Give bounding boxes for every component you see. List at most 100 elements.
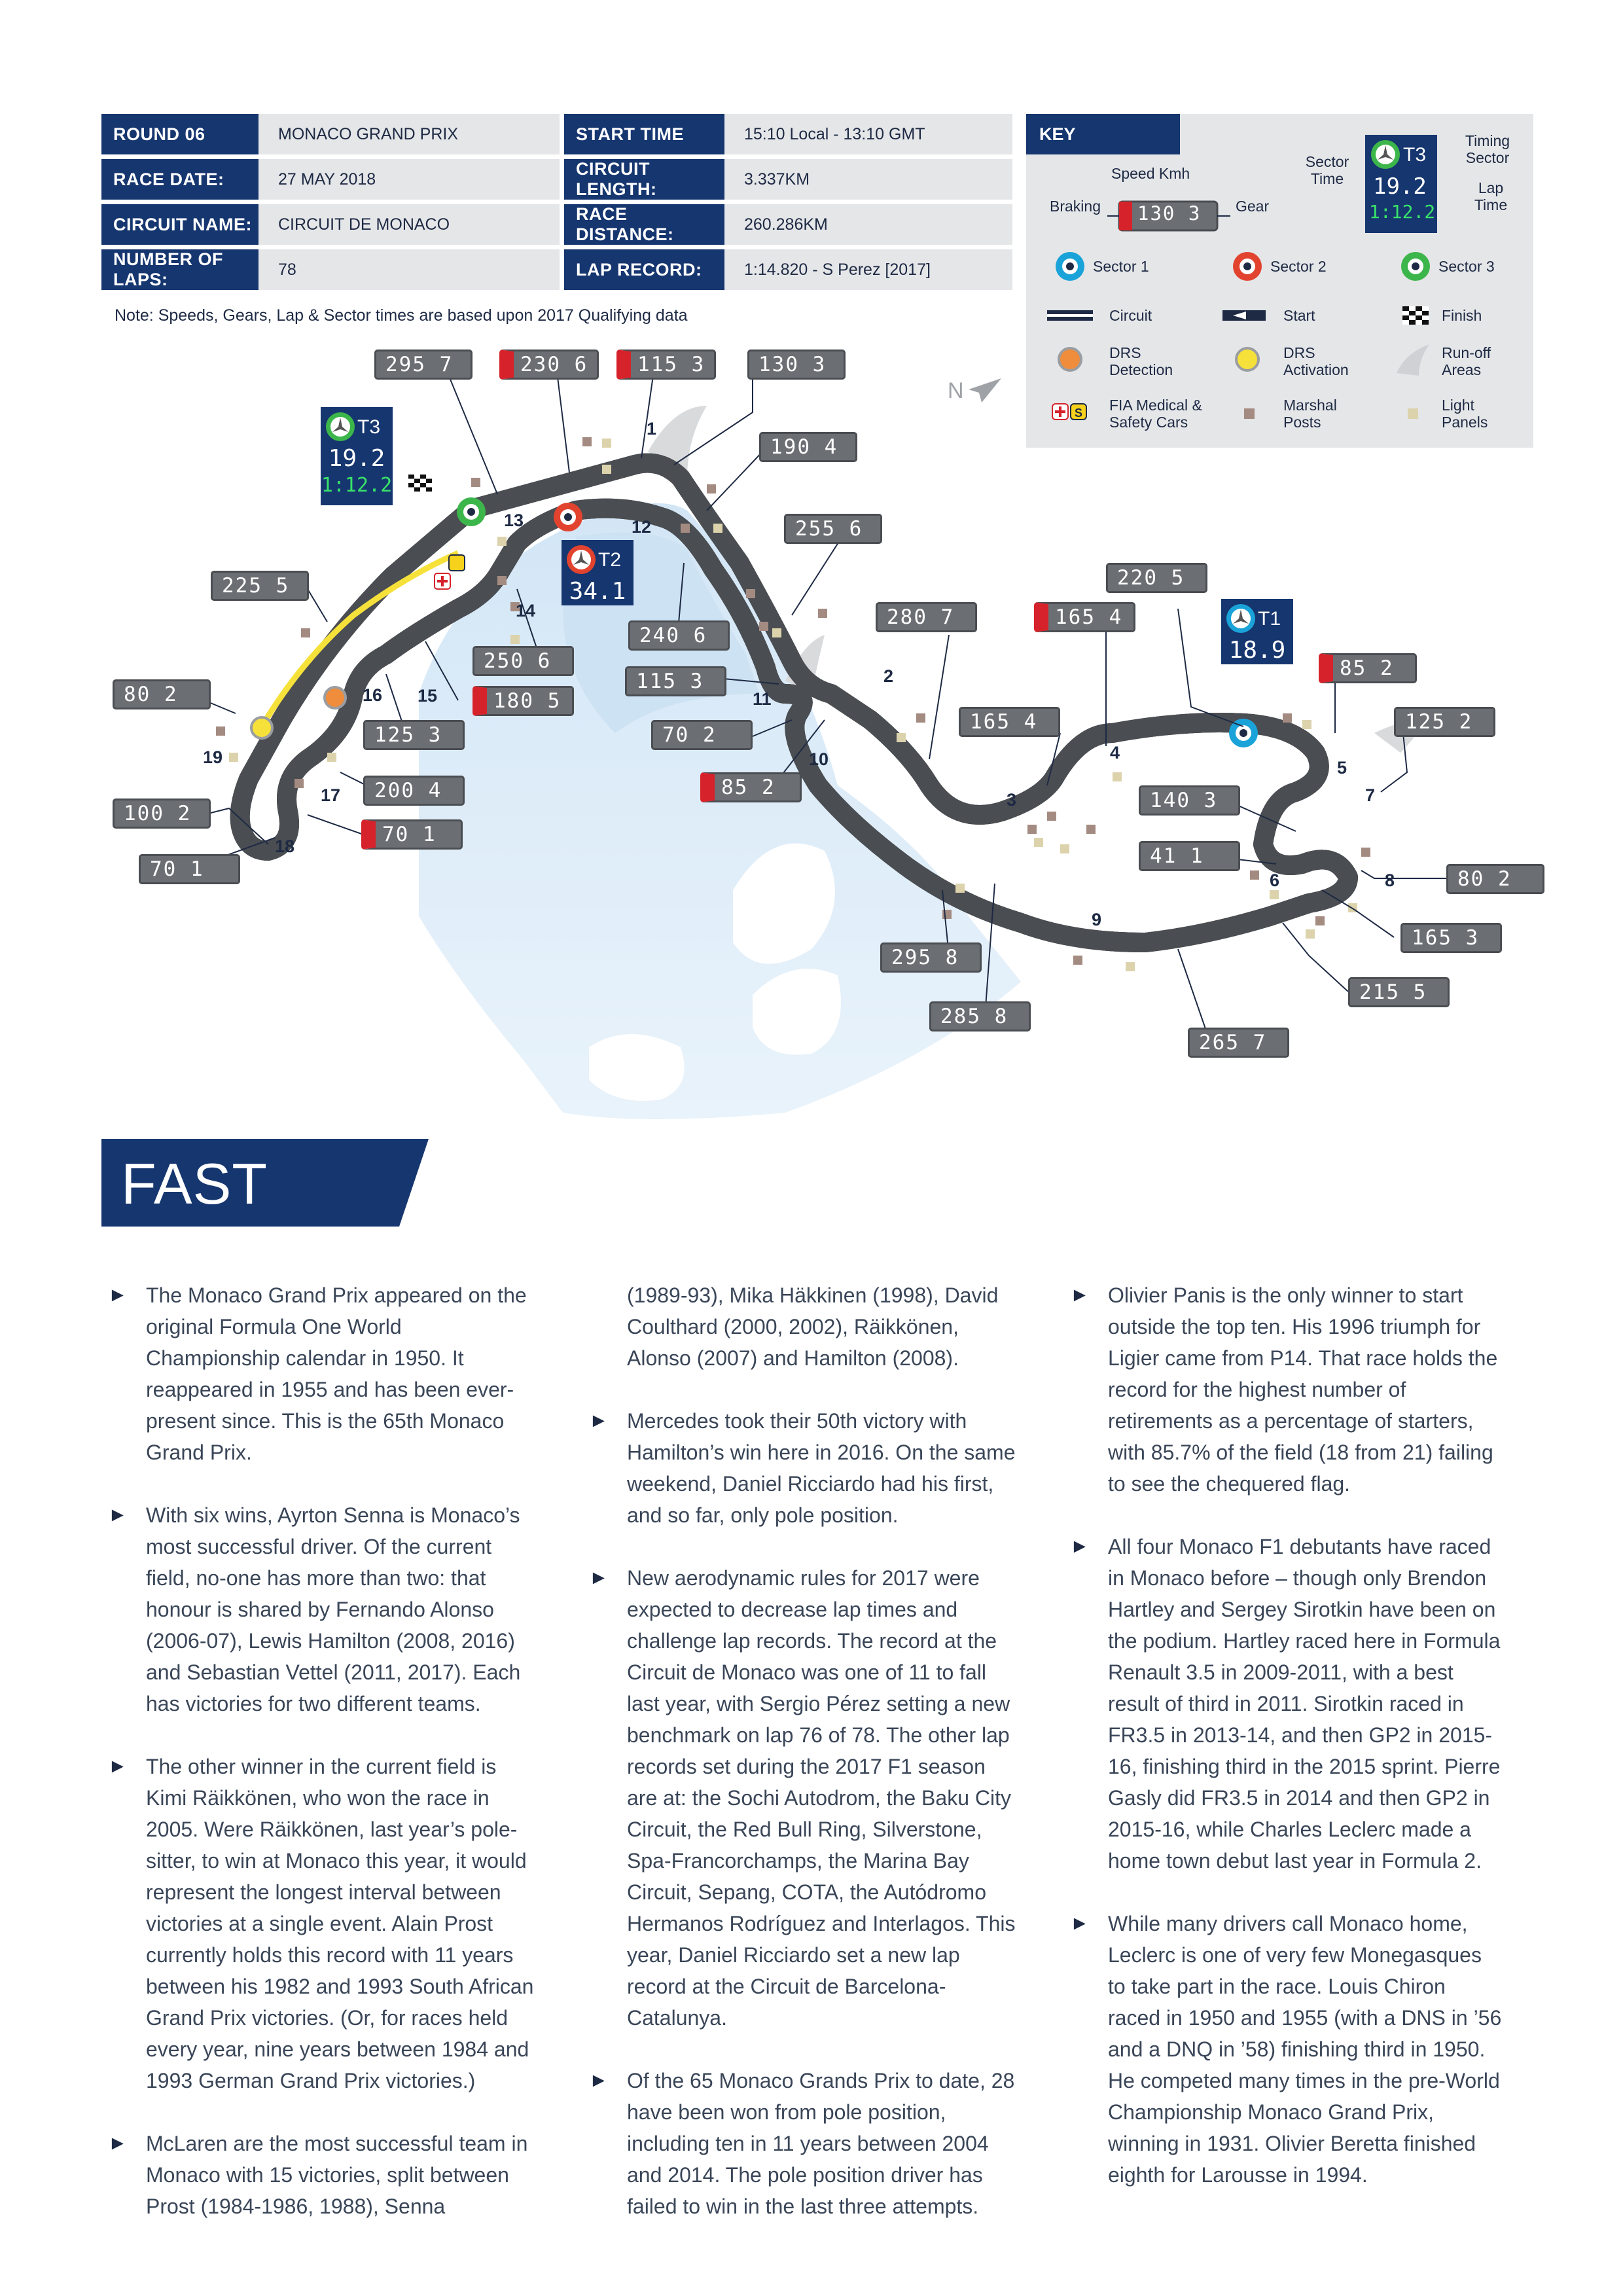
drs-detection-marker-icon xyxy=(323,686,347,709)
fact-item: ►With six wins, Ayrton Senna is Monaco’s… xyxy=(108,1499,540,1719)
turn-number: 19 xyxy=(203,747,223,767)
turn-number: 11 xyxy=(753,689,772,709)
key-medical: FIA Medical & Safety Cars xyxy=(1109,397,1202,431)
round-value: MONACO GRAND PRIX xyxy=(259,114,560,154)
sector1-marker-icon xyxy=(1229,719,1258,747)
sector2-marker-icon xyxy=(554,503,582,531)
key-start: Start xyxy=(1283,307,1315,324)
fact-item: ►The Monaco Grand Prix appeared on the o… xyxy=(108,1280,540,1468)
circuit-map: T3 19.2 1:12.2 T2 34.1 T1 18.9 N 295 7 2… xyxy=(0,327,1623,1126)
speed-box: 85 2 xyxy=(1319,653,1417,683)
info-row-laps: NUMBER OF LAPS: 78 xyxy=(101,249,560,290)
facts-column-1: ►The Monaco Grand Prix appeared on the o… xyxy=(108,1280,540,2253)
speed-box: 125 2 xyxy=(1394,707,1495,737)
race-date-label: RACE DATE: xyxy=(101,159,259,200)
fact-item: ►Olivier Panis is the only winner to sta… xyxy=(1070,1280,1502,1499)
facts-column-2: (1989-93), Mika Häkkinen (1998), David C… xyxy=(589,1280,1021,2253)
turn-number: 9 xyxy=(1092,910,1102,929)
north-arrow-icon xyxy=(969,378,1001,403)
turn-number: 18 xyxy=(275,836,295,856)
speed-box: 200 4 xyxy=(363,776,465,806)
speed-box: 85 2 xyxy=(700,772,802,802)
speed-box: 180 5 xyxy=(473,686,574,716)
key-runoff: Run-off Areas xyxy=(1442,344,1491,379)
key-finish: Finish xyxy=(1442,307,1482,324)
data-note: Note: Speeds, Gears, Lap & Sector times … xyxy=(115,306,688,325)
info-row-round: ROUND 06 MONACO GRAND PRIX xyxy=(101,114,560,154)
turn-number: 14 xyxy=(516,601,536,620)
lap-record-value: 1:14.820 - S Perez [2017] xyxy=(724,249,1012,290)
sector-box-t1-time: 18.9 xyxy=(1228,637,1286,664)
bullet-arrow-icon: ► xyxy=(1070,1284,1090,1306)
turn-number: 7 xyxy=(1365,785,1376,805)
key-timing-sector: Timing Sector xyxy=(1465,132,1510,167)
turn-number: 15 xyxy=(418,686,438,706)
bullet-arrow-icon: ► xyxy=(589,1567,609,1588)
sector-box-t2-time: 34.1 xyxy=(569,578,626,605)
speed-box: 220 5 xyxy=(1106,563,1207,593)
speed-box: 115 3 xyxy=(616,350,716,380)
turn-number: 6 xyxy=(1270,870,1280,890)
speed-box: 255 6 xyxy=(784,514,882,544)
key-sector2: Sector 2 xyxy=(1270,258,1327,275)
key-sample-lap-time: 1:12.2 xyxy=(1369,201,1436,223)
speed-box: 125 3 xyxy=(363,720,465,750)
key-graphics: S xyxy=(1047,135,1437,420)
info-row-circuit-name: CIRCUIT NAME: CIRCUIT DE MONACO xyxy=(101,204,560,245)
race-date-value: 27 MAY 2018 xyxy=(259,159,560,200)
circuit-length-value: 3.337KM xyxy=(724,159,1012,200)
bullet-arrow-icon: ► xyxy=(589,1410,609,1431)
speed-box: 140 3 xyxy=(1139,785,1240,816)
light-panels xyxy=(229,439,1357,971)
key-gear: Gear xyxy=(1236,198,1270,215)
speed-box: 190 4 xyxy=(759,432,857,462)
speed-box: 285 8 xyxy=(929,1001,1031,1031)
fast-facts-banner: FAST FACTS xyxy=(101,1139,429,1283)
circuit-length-label: CIRCUIT LENGTH: xyxy=(564,159,724,200)
turn-number: 5 xyxy=(1337,758,1347,778)
info-row-race-distance: RACE DISTANCE: 260.286KM xyxy=(564,204,1012,245)
speed-box: 240 6 xyxy=(628,620,730,651)
sector-box-t2: T2 34.1 xyxy=(562,540,633,605)
key-circuit: Circuit xyxy=(1109,307,1152,324)
turn-number: 10 xyxy=(809,749,829,769)
key-lap-time: Lap Time xyxy=(1474,179,1508,214)
speed-box: 70 1 xyxy=(139,854,240,884)
map-key: KEY S xyxy=(1026,114,1533,448)
north-label: N xyxy=(948,378,964,403)
sector3-marker-icon xyxy=(457,497,486,526)
race-distance-label: RACE DISTANCE: xyxy=(564,204,724,245)
key-sample-speed: 130 3 xyxy=(1137,202,1202,224)
drs-activation-marker-icon xyxy=(250,716,274,740)
key-drs-activation: DRS Activation xyxy=(1283,344,1349,379)
info-row-race-date: RACE DATE: 27 MAY 2018 xyxy=(101,159,560,200)
bullet-arrow-icon: ► xyxy=(108,1504,128,1526)
speed-box: 295 8 xyxy=(880,942,982,973)
turn-number: 13 xyxy=(504,511,524,530)
info-row-lap-record: LAP RECORD: 1:14.820 - S Perez [2017] xyxy=(564,249,1012,290)
speed-box: 70 1 xyxy=(361,819,463,850)
fast-facts-title: FAST FACTS xyxy=(121,1151,310,1283)
svg-text:S: S xyxy=(1075,406,1082,420)
speed-box: 41 1 xyxy=(1139,841,1240,871)
speed-box: 80 2 xyxy=(113,679,211,709)
fact-item: ►New aerodynamic rules for 2017 were exp… xyxy=(589,1562,1021,2034)
fact-item: ►While many drivers call Monaco home, Le… xyxy=(1070,1908,1502,2191)
sector-box-t2-label: T2 xyxy=(598,549,622,571)
marshal-posts xyxy=(216,437,1370,965)
key-sector3: Sector 3 xyxy=(1438,258,1495,275)
sector-box-t3-time: 19.2 xyxy=(328,445,385,472)
sector-box-t3-label: T3 xyxy=(357,416,381,438)
laps-label: NUMBER OF LAPS: xyxy=(101,249,259,290)
bullet-arrow-icon: ► xyxy=(1070,1912,1090,1934)
start-time-label: START TIME xyxy=(564,114,724,154)
turn-number: 4 xyxy=(1110,743,1120,762)
key-title: KEY xyxy=(1026,114,1180,154)
finish-flag-icon xyxy=(1402,306,1429,325)
speed-box: 115 3 xyxy=(625,666,726,696)
bullet-arrow-icon: ► xyxy=(108,1284,128,1306)
fact-item: ►The other winner in the current field i… xyxy=(108,1751,540,2096)
fact-item: ►McLaren are the most successful team in… xyxy=(108,2128,540,2222)
info-row-circuit-length: CIRCUIT LENGTH: 3.337KM xyxy=(564,159,1012,200)
speed-box: 280 7 xyxy=(876,602,977,632)
